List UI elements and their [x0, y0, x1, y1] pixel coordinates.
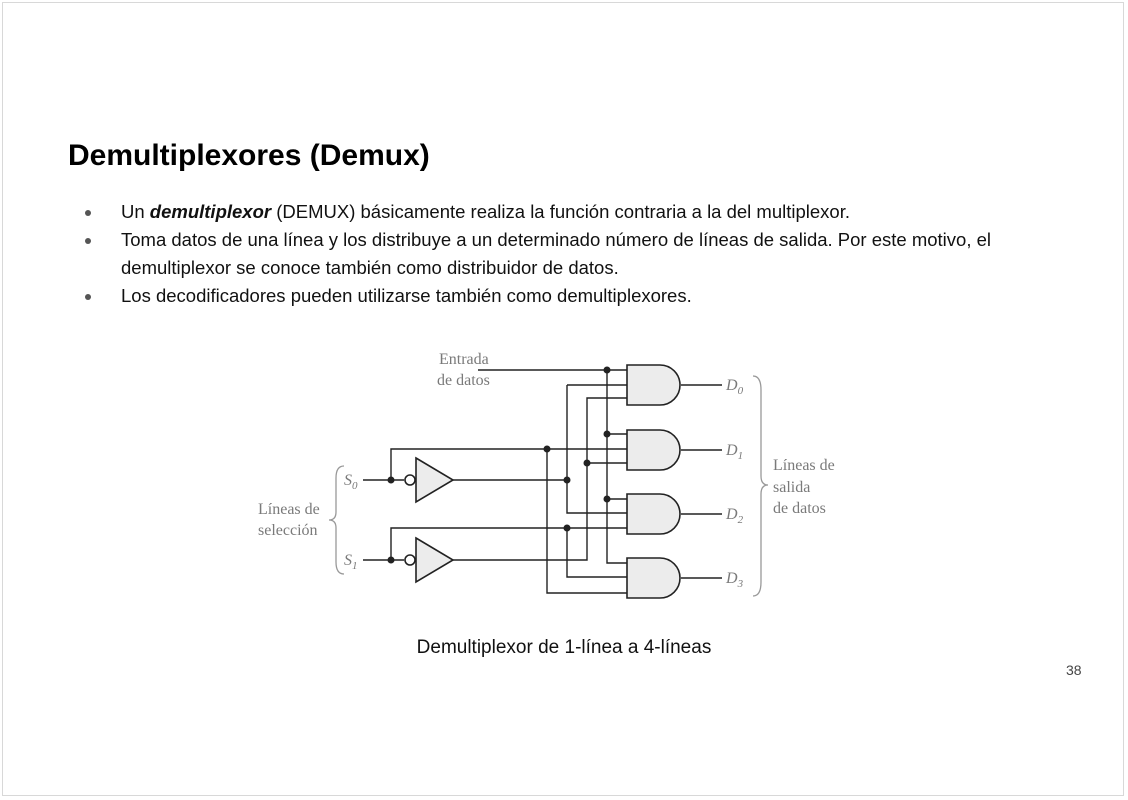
output-group-label: Líneas de	[773, 457, 835, 474]
page-number: 38	[1066, 662, 1082, 678]
selection-label: selección	[258, 522, 318, 539]
figure-caption: Demultiplexor de 1-línea a 4-líneas	[416, 637, 712, 658]
bullet-icon	[85, 238, 91, 244]
bullet-list: Un demultiplexor (DEMUX) básicamente rea…	[84, 198, 1074, 310]
s0-label: S0	[344, 472, 358, 492]
bullet-item: Toma datos de una línea y los distribuye…	[84, 226, 1074, 282]
data-input-label: de datos	[437, 372, 490, 389]
d3-label: D3	[725, 570, 744, 590]
bullet-item: Los decodificadores pueden utilizarse ta…	[84, 282, 1074, 310]
bullet-icon	[85, 294, 91, 300]
d0-label: D0	[725, 377, 744, 397]
d2-label: D2	[725, 506, 744, 526]
bullet-item: Un demultiplexor (DEMUX) básicamente rea…	[84, 198, 1074, 226]
junction-dots	[387, 366, 611, 564]
bullet-text: Los decodificadores pueden utilizarse ta…	[121, 285, 692, 306]
output-group-label: salida	[773, 479, 810, 496]
bullet-text: Toma datos de una línea y los distribuye…	[121, 229, 992, 278]
inverter-bubble-s0	[404, 474, 416, 486]
selection-brace	[328, 465, 345, 575]
inverter-s0	[415, 456, 455, 504]
and-gate-d2	[626, 493, 681, 535]
output-group-label: de datos	[773, 500, 826, 517]
inverter-s1	[415, 536, 455, 584]
d1-label: D1	[725, 442, 743, 462]
output-brace	[752, 375, 769, 597]
s1-label: S1	[344, 552, 358, 572]
and-gate-d0	[626, 364, 681, 406]
bullet-text: Un	[121, 201, 150, 222]
and-gate-d1	[626, 429, 681, 471]
data-input-label: Entrada	[439, 351, 489, 368]
selection-label: Líneas de	[258, 501, 320, 518]
bullet-icon	[85, 210, 91, 216]
bullet-emphasis: demultiplexor	[149, 201, 272, 222]
slide-title: Demultiplexores (Demux)	[68, 139, 430, 172]
inverter-bubble-s1	[404, 554, 416, 566]
and-gate-d3	[626, 557, 681, 599]
bullet-text: (DEMUX) básicamente realiza la función c…	[271, 201, 851, 222]
